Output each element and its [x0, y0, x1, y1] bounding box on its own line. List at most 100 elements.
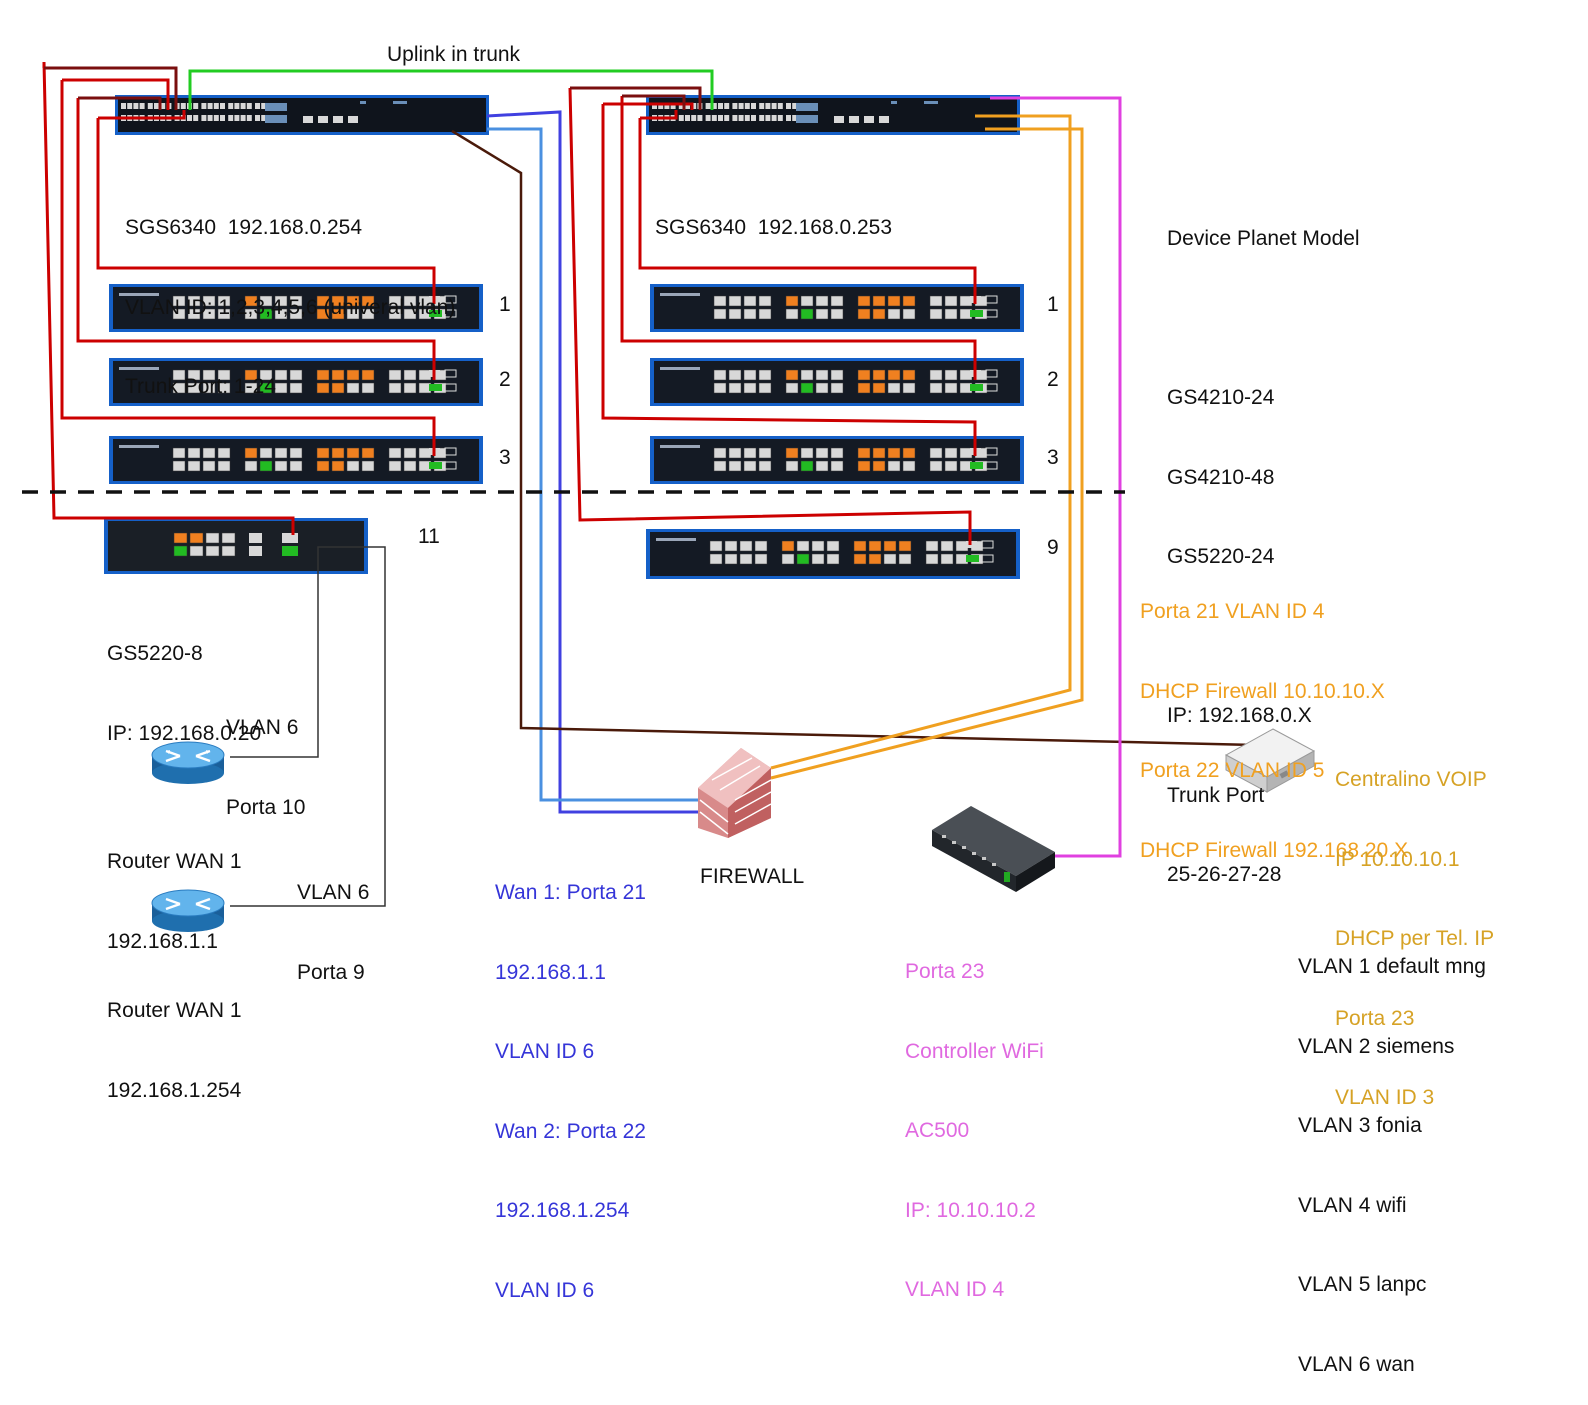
info-line: Trunk Port	[1167, 783, 1265, 807]
switch-port	[289, 295, 303, 307]
switch-port	[189, 532, 204, 544]
switch-port	[658, 103, 664, 109]
wifi-controller-info: Porta 23 Controller WiFi AC500 IP: 10.10…	[905, 906, 1044, 1330]
trunk-wire-right-9	[568, 87, 972, 545]
gs5220-8-switch	[104, 518, 368, 574]
switch-port	[743, 382, 757, 394]
switch-sfp-port	[864, 116, 874, 123]
switch-port	[388, 369, 402, 381]
switch-port	[331, 382, 345, 394]
switch-port	[403, 308, 417, 320]
switch-port	[388, 382, 402, 394]
switch-port	[147, 103, 153, 109]
switch-port	[172, 295, 186, 307]
left-access-switch-3-number: 3	[499, 446, 511, 469]
switch-sfp-port	[879, 116, 889, 123]
switch-port	[187, 382, 201, 394]
switch-port	[739, 553, 753, 565]
switch-port	[758, 382, 772, 394]
switch-port	[180, 103, 186, 109]
info-line: Centralino VOIP	[1335, 768, 1487, 791]
info-line: 192.168.1.1	[107, 929, 218, 953]
switch-port	[853, 553, 867, 565]
switch-port	[172, 460, 186, 472]
switch-led	[924, 101, 938, 104]
switch-body	[654, 361, 1020, 403]
switch-port	[929, 295, 943, 307]
edge-switch-left-number: 11	[418, 525, 440, 548]
switch-port	[691, 115, 697, 121]
lan-wire-porta22	[770, 127, 1084, 780]
switch-port	[898, 553, 912, 565]
switch-model-label	[119, 445, 159, 448]
switch-port	[754, 540, 768, 552]
switch-port	[346, 460, 360, 472]
switch-body	[113, 287, 479, 329]
switch-port	[274, 382, 288, 394]
switch-port	[173, 532, 188, 544]
switch-sfp-port	[282, 546, 298, 556]
switch-port	[713, 308, 727, 320]
switch-port	[205, 532, 220, 544]
vlan6-porta9-label: VLAN 6 Porta 9	[297, 827, 369, 1013]
switch-port	[785, 369, 799, 381]
switch-port	[217, 382, 231, 394]
switch-sfp-port	[849, 116, 859, 123]
switch-port	[388, 460, 402, 472]
switch-port	[207, 103, 213, 109]
switch-sfp-port	[444, 309, 457, 318]
switch-port	[815, 295, 829, 307]
switch-port	[187, 295, 201, 307]
info-line: Porta 21 VLAN ID 4	[1140, 600, 1325, 623]
switch-port	[872, 295, 886, 307]
switch-model-label	[119, 367, 159, 370]
switch-port	[944, 308, 958, 320]
vlan6-porta10-label: VLAN 6 Porta 10	[226, 662, 305, 848]
switch-port	[728, 369, 742, 381]
switch-port	[249, 533, 262, 543]
switch-port	[289, 447, 303, 459]
switch-port	[872, 447, 886, 459]
switch-port	[246, 103, 252, 109]
switch-port	[172, 447, 186, 459]
switch-port	[244, 460, 258, 472]
switch-port	[777, 103, 783, 109]
switch-port	[705, 103, 711, 109]
switch-port	[316, 460, 330, 472]
switch-port	[201, 115, 207, 121]
switch-port	[228, 115, 234, 121]
switch-port	[713, 295, 727, 307]
switch-port	[830, 460, 844, 472]
info-line: DHCP Firewall 192.168.20.X	[1140, 838, 1409, 862]
info-line: VLAN ID: 1,2,3,4,5,6 (univeral vlan)	[125, 295, 456, 319]
switch-port	[709, 553, 723, 565]
switch-port	[691, 103, 697, 109]
legend-line: VLAN 4 wifi	[1298, 1193, 1407, 1217]
switch-port	[815, 460, 829, 472]
switch-port	[785, 295, 799, 307]
switch-model-label	[660, 445, 700, 448]
switch-port	[331, 460, 345, 472]
switch-port	[786, 103, 791, 109]
switch-port	[902, 460, 916, 472]
router-1-info: Router WAN 1 192.168.1.1	[107, 796, 242, 982]
switch-port	[830, 308, 844, 320]
legend-line: VLAN 3 fonia	[1298, 1114, 1422, 1137]
switch-port	[259, 369, 273, 381]
switch-port	[217, 308, 231, 320]
switch-port	[857, 447, 871, 459]
switch-port	[743, 295, 757, 307]
switch-port	[187, 115, 192, 121]
switch-port	[902, 308, 916, 320]
switch-port	[205, 545, 220, 557]
switch-port	[724, 553, 738, 565]
switch-port	[713, 382, 727, 394]
switch-port	[346, 295, 360, 307]
trunk-wire-gs5220	[42, 61, 295, 535]
switch-body	[649, 98, 1017, 132]
right-access-switch-1-number: 1	[1047, 293, 1059, 316]
info-line: 25-26-27-28	[1167, 863, 1282, 886]
info-line	[1167, 306, 1360, 333]
info-line: 192.168.1.254	[107, 1078, 242, 1102]
switch-port	[664, 103, 670, 109]
